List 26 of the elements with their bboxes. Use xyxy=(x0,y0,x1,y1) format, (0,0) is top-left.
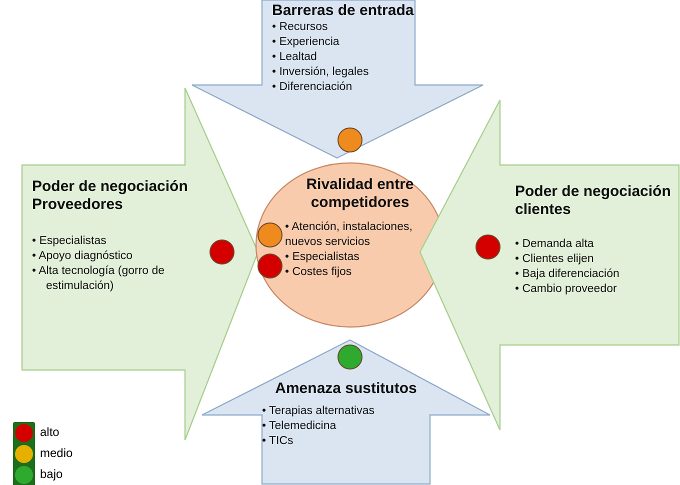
bullet-item: • Especialistas xyxy=(32,234,108,249)
bullet-item: • Diferenciación xyxy=(272,80,354,95)
bullet-item: • Cambio proveedor xyxy=(515,282,618,297)
bullet-item: • Clientes elijen xyxy=(515,252,595,267)
heading: Poder de negociación Proveedores xyxy=(32,178,189,214)
bullet-item: • Costes fijos xyxy=(285,265,353,280)
heading: Amenaza sustitutos xyxy=(274,380,418,398)
bullet-item: • Alta tecnología (gorro de estimulación) xyxy=(32,264,166,294)
bullet-item: • Telemedicina xyxy=(262,419,338,434)
heading: Poder de negociación clientes xyxy=(515,183,672,219)
legend-label: bajo xyxy=(40,467,63,482)
bullet-item: • Baja diferenciación xyxy=(515,267,620,282)
bullet-item: • Experiencia xyxy=(272,35,340,50)
bullet-item: • Demanda alta xyxy=(515,237,595,252)
heading: Barreras de entrada xyxy=(272,2,415,20)
bullet-item: • TICs xyxy=(262,434,294,449)
bullet-item: • Apoyo diagnóstico xyxy=(32,249,134,264)
heading: Rivalidad entre competidores xyxy=(305,176,415,212)
bullet-item: • Recursos xyxy=(272,20,329,35)
legend-label: medio xyxy=(40,446,73,461)
bullet-item: • Especialistas xyxy=(285,250,360,265)
bullet-item: • Lealtad xyxy=(272,50,318,65)
bullet-item: • Atención, instalaciones, nuevos servicios xyxy=(285,220,414,250)
legend-label: alto xyxy=(40,425,60,440)
bullet-item: • Inversión, legales xyxy=(272,65,370,80)
bullet-item: • Terapias alternativas xyxy=(262,404,376,419)
